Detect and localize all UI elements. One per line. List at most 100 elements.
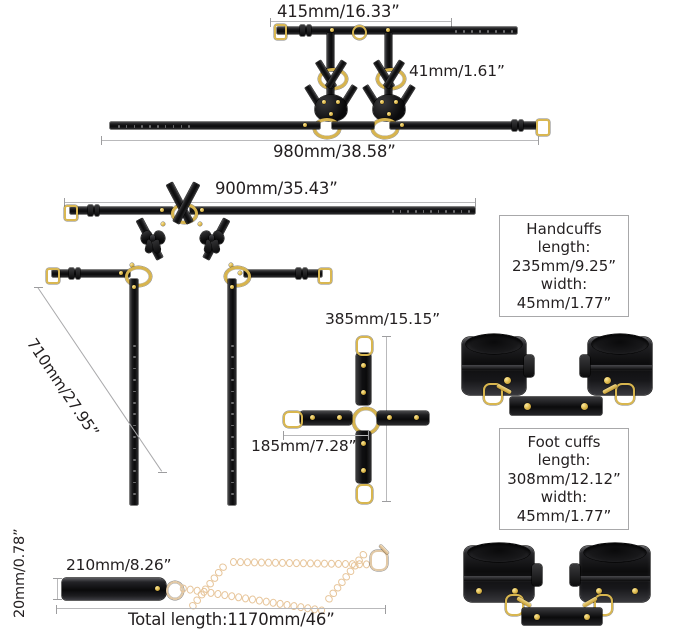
connector-stud bbox=[534, 614, 540, 620]
leash-chain-segment bbox=[229, 558, 372, 569]
cuff-seam bbox=[464, 576, 534, 581]
strap-stud bbox=[310, 415, 315, 420]
connector-stud bbox=[584, 614, 590, 620]
dimension-tick bbox=[53, 578, 62, 579]
body-harness-hip-keeper bbox=[303, 268, 307, 279]
hogtie-horizontal-dimension-rule bbox=[283, 435, 369, 436]
cuff-opening bbox=[584, 543, 646, 563]
chest-center-ring bbox=[352, 25, 367, 40]
dimension-tick bbox=[385, 605, 386, 614]
handcuffs-photo bbox=[450, 325, 680, 435]
foot-cuff-left bbox=[464, 543, 534, 602]
leash-total-length-dimension-rule bbox=[56, 608, 386, 609]
dimension-tick bbox=[53, 599, 62, 600]
strap-stud bbox=[414, 415, 419, 420]
dimension-tick bbox=[382, 336, 391, 337]
cuff-seam bbox=[588, 365, 652, 370]
dimension-tick bbox=[158, 472, 167, 473]
strap-stud bbox=[380, 100, 384, 104]
chest-top-strap-keeper bbox=[307, 25, 311, 36]
dimension-tick bbox=[101, 136, 102, 145]
foot-cuffs-photo bbox=[450, 538, 680, 630]
handcuffs-length-value: 235mm/9.25” bbox=[511, 256, 617, 275]
leash-handle-length-dimension-label: 210mm/8.26” bbox=[66, 556, 172, 574]
body-harness-hip-buckle-right bbox=[318, 268, 332, 284]
body-harness-waist-dimension-rule bbox=[64, 202, 476, 203]
body-harness-waist-strap-right bbox=[190, 207, 475, 214]
body-harness-waist-strap-left bbox=[70, 207, 173, 214]
leash-handle bbox=[62, 578, 166, 600]
handcuff-right-tab bbox=[580, 355, 590, 377]
chest-harness-group: 415mm/16.33” bbox=[0, 0, 680, 170]
strap-stud bbox=[386, 28, 390, 32]
hogtie-group: 385mm/15.15” 185mm/7.28” bbox=[251, 310, 440, 520]
chest-left-flower-pad bbox=[315, 95, 347, 121]
chest-top-strap bbox=[277, 27, 517, 34]
body-harness-hip-strap-right bbox=[244, 270, 322, 277]
dimension-tick bbox=[34, 287, 43, 288]
connector-stud bbox=[524, 403, 531, 410]
chest-left-vertical-strap bbox=[327, 33, 334, 71]
hogtie-top-clip bbox=[356, 336, 373, 356]
hogtie-bottom-clip bbox=[356, 484, 373, 504]
strap-stud bbox=[303, 123, 307, 127]
strap-stud bbox=[130, 263, 134, 267]
body-harness-leg-dimension-label: 710mm/27.95” bbox=[23, 335, 103, 441]
strap-stud bbox=[229, 263, 233, 267]
body-harness-hip-buckle bbox=[46, 268, 60, 284]
foot-cuffs-width-label: width: bbox=[540, 488, 588, 507]
body-harness-waist-dimension-label: 900mm/35.43” bbox=[215, 179, 338, 198]
chest-top-strap-dimension-label: 415mm/16.33” bbox=[277, 2, 400, 21]
handcuffs-title: Handcuffs bbox=[526, 219, 602, 238]
strap-stud bbox=[119, 271, 123, 275]
hogtie-horizontal-dimension-label: 185mm/7.28” bbox=[251, 437, 357, 455]
foot-cuffs-length-value: 308mm/12.12” bbox=[507, 469, 621, 488]
leash-handle-width-dimension-label: 20mm/0.78” bbox=[12, 528, 28, 618]
chest-bottom-strap-left bbox=[110, 122, 320, 129]
leash-handle-stud bbox=[155, 586, 160, 591]
leash-handle-ring bbox=[166, 581, 184, 600]
cuff-opening bbox=[465, 334, 523, 354]
strap-stud bbox=[400, 123, 404, 127]
foot-cuff-right-tab bbox=[570, 564, 580, 586]
hogtie-left-arm bbox=[300, 411, 352, 425]
foot-cuff-right bbox=[580, 543, 650, 602]
handcuff-left-clip bbox=[483, 383, 503, 405]
chest-right-vertical-strap bbox=[385, 33, 392, 71]
body-harness-waist-holes bbox=[392, 210, 470, 213]
chest-top-strap-dimension-rule bbox=[270, 21, 452, 22]
leash-snap-hook bbox=[370, 550, 388, 571]
body-harness-right-leg-holes bbox=[231, 345, 234, 495]
cuff-opening bbox=[468, 543, 530, 563]
chest-ring-dimension-label: 41mm/1.61” bbox=[409, 62, 505, 80]
body-harness-waist-keeper bbox=[88, 205, 93, 216]
foot-cuff-left-tab bbox=[532, 564, 542, 586]
strap-stud bbox=[160, 208, 164, 212]
strap-stud bbox=[161, 222, 165, 226]
cuff-stud bbox=[512, 588, 518, 594]
leash-chain-segment bbox=[323, 549, 369, 605]
foot-cuff-right-clip bbox=[594, 594, 613, 616]
dimension-tick bbox=[64, 198, 65, 207]
cuff-stud bbox=[596, 588, 602, 594]
chest-right-flower-pad bbox=[373, 95, 405, 121]
handcuff-left-tab bbox=[524, 355, 534, 377]
handcuffs-width-value: 45mm/1.77” bbox=[516, 293, 612, 312]
cuff-opening bbox=[591, 334, 649, 354]
leash-total-length-dimension-label: Total length:1170mm/46” bbox=[128, 610, 335, 629]
leash-handle-width-dimension-rule bbox=[57, 578, 58, 600]
strap-stud bbox=[132, 285, 136, 289]
cuff-seam bbox=[580, 576, 650, 581]
chest-bottom-strap-keeper bbox=[519, 120, 523, 131]
body-harness-waist-keeper bbox=[95, 205, 99, 216]
dimension-tick bbox=[382, 501, 391, 502]
body-harness-right-hip-ring bbox=[224, 266, 251, 287]
foot-cuff-left-clip bbox=[505, 594, 524, 616]
chest-top-strap-keeper bbox=[300, 25, 305, 36]
chest-bottom-strap-holes bbox=[118, 125, 190, 128]
strap-stud bbox=[361, 390, 366, 395]
cuff-stud bbox=[604, 377, 611, 384]
dimension-tick bbox=[283, 431, 284, 440]
cuff-seam bbox=[462, 365, 526, 370]
